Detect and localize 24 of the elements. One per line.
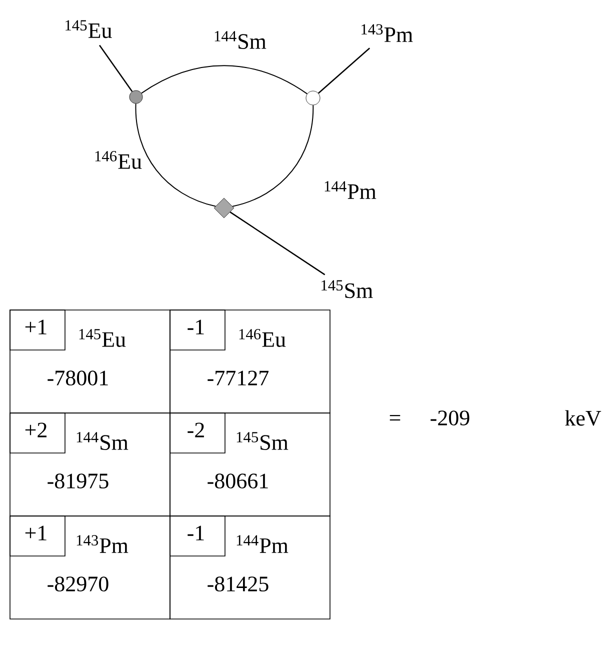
sign-box: -1 [170, 310, 226, 350]
sign-box: +1 [10, 516, 66, 556]
equals-sign: = [390, 414, 400, 420]
isotope-label: $^{145}$Eu [66, 20, 112, 38]
edge-label: $^{144}$Pm [324, 181, 376, 199]
diamond-marker [214, 198, 234, 218]
unit-label: keV [565, 410, 602, 426]
sign-box: -1 [170, 516, 226, 556]
arc-line [135, 103, 216, 207]
sign-box: -2 [170, 412, 226, 454]
circle-marker [129, 90, 143, 104]
leader-line [318, 48, 370, 94]
edge-label: $^{146}$Eu [95, 151, 142, 169]
arc-line [232, 104, 314, 207]
isotope-label: $^{145}$Sm [322, 280, 373, 298]
result-value: -209 [430, 410, 470, 426]
sign-box: +2 [10, 412, 66, 454]
isotope-label: $^{143}$Pm [362, 24, 413, 42]
leader-line [230, 212, 326, 276]
edge-label: $^{144}$Sm [214, 31, 266, 49]
circle-marker [306, 90, 320, 106]
leader-line [99, 44, 133, 92]
sign-box: +1 [10, 310, 66, 350]
arc-line [141, 65, 308, 94]
